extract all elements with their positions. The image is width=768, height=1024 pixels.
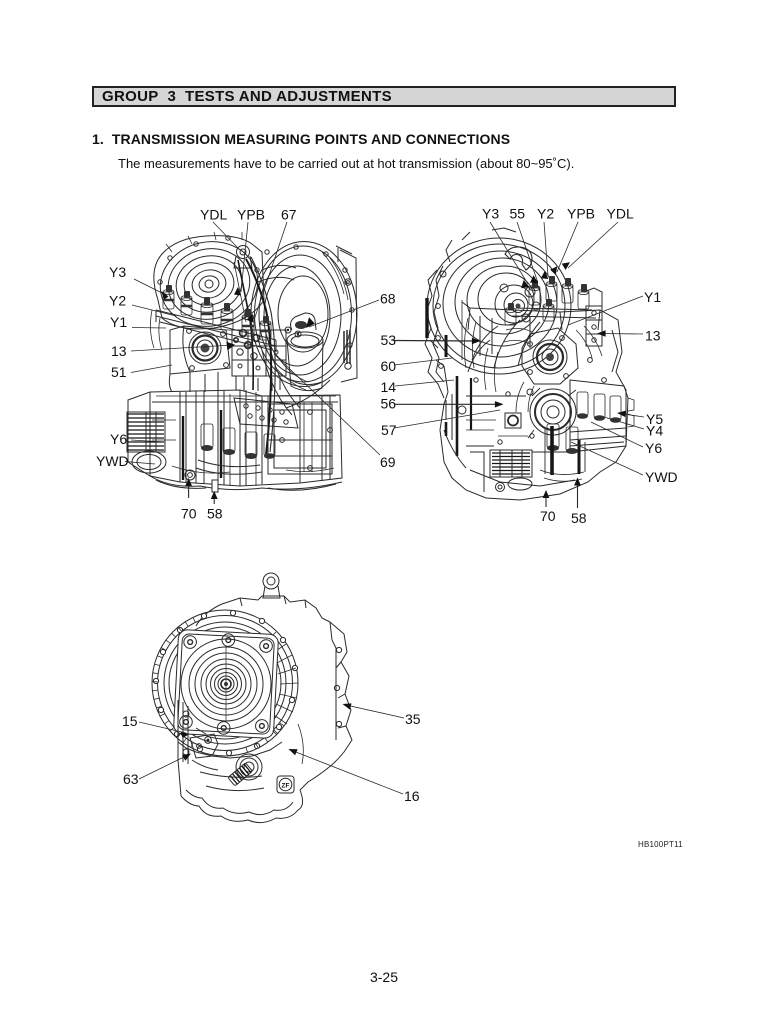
- svg-text:YPB: YPB: [237, 207, 265, 223]
- svg-text:35: 35: [405, 711, 421, 727]
- svg-text:58: 58: [571, 510, 587, 526]
- svg-text:13: 13: [111, 343, 127, 359]
- svg-text:15: 15: [122, 713, 138, 729]
- svg-text:Y2: Y2: [537, 206, 554, 222]
- svg-text:YWD: YWD: [96, 453, 129, 469]
- svg-text:56: 56: [381, 396, 397, 412]
- svg-text:60: 60: [381, 358, 397, 374]
- svg-text:YWD: YWD: [645, 469, 678, 485]
- svg-text:Y6: Y6: [645, 440, 662, 456]
- svg-text:Y5: Y5: [646, 411, 663, 427]
- svg-text:YDL: YDL: [607, 206, 634, 222]
- svg-text:Y4: Y4: [646, 423, 663, 439]
- svg-text:14: 14: [381, 379, 397, 395]
- svg-text:13: 13: [645, 328, 661, 344]
- svg-text:Y3: Y3: [109, 264, 126, 280]
- svg-text:Y2: Y2: [109, 293, 126, 309]
- svg-text:16: 16: [404, 788, 420, 804]
- svg-text:70: 70: [181, 506, 197, 522]
- svg-text:69: 69: [380, 454, 396, 470]
- svg-text:63: 63: [123, 771, 139, 787]
- svg-text:Y1: Y1: [644, 289, 661, 305]
- svg-text:Y3: Y3: [482, 206, 499, 222]
- svg-text:58: 58: [207, 506, 223, 522]
- svg-text:53: 53: [381, 332, 397, 348]
- svg-text:YDL: YDL: [200, 207, 227, 223]
- svg-text:57: 57: [381, 422, 397, 438]
- svg-text:YPB: YPB: [567, 206, 595, 222]
- svg-text:ZF: ZF: [282, 783, 290, 790]
- svg-text:68: 68: [380, 291, 396, 307]
- svg-text:67: 67: [281, 207, 297, 223]
- svg-text:51: 51: [111, 364, 127, 380]
- svg-text:55: 55: [510, 206, 526, 222]
- svg-text:Y6: Y6: [110, 431, 127, 447]
- svg-text:Y1: Y1: [110, 314, 127, 330]
- svg-text:70: 70: [540, 508, 556, 524]
